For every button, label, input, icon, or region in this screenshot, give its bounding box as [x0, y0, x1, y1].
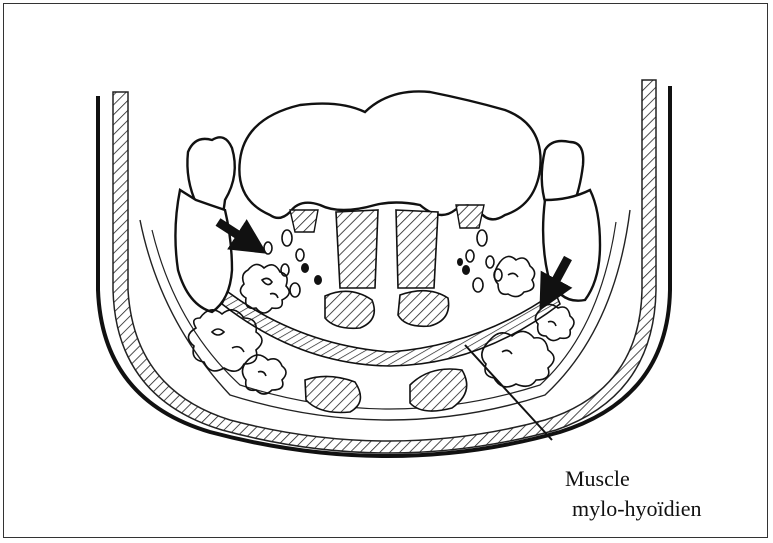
- sublingual-blob-right: [398, 291, 449, 327]
- central-muscle-right: [396, 210, 438, 288]
- annotation-line-2: mylo-hyoïdien: [572, 496, 702, 522]
- left-alveolar-bone: [175, 190, 232, 312]
- leader-line: [465, 345, 552, 440]
- sublingual-blob-left: [325, 291, 374, 328]
- left-dark-dots: [301, 263, 322, 285]
- small-muscle-right: [456, 205, 484, 228]
- digastric-blob-right: [410, 369, 467, 411]
- central-muscle-left: [336, 210, 378, 288]
- mylohyoid-muscle: [222, 292, 560, 366]
- small-muscle-left: [290, 210, 318, 232]
- left-vessels: [264, 230, 304, 297]
- tongue-outline: [239, 91, 540, 219]
- annotation-line-1: Muscle: [565, 466, 630, 492]
- digastric-blob-left: [305, 376, 360, 412]
